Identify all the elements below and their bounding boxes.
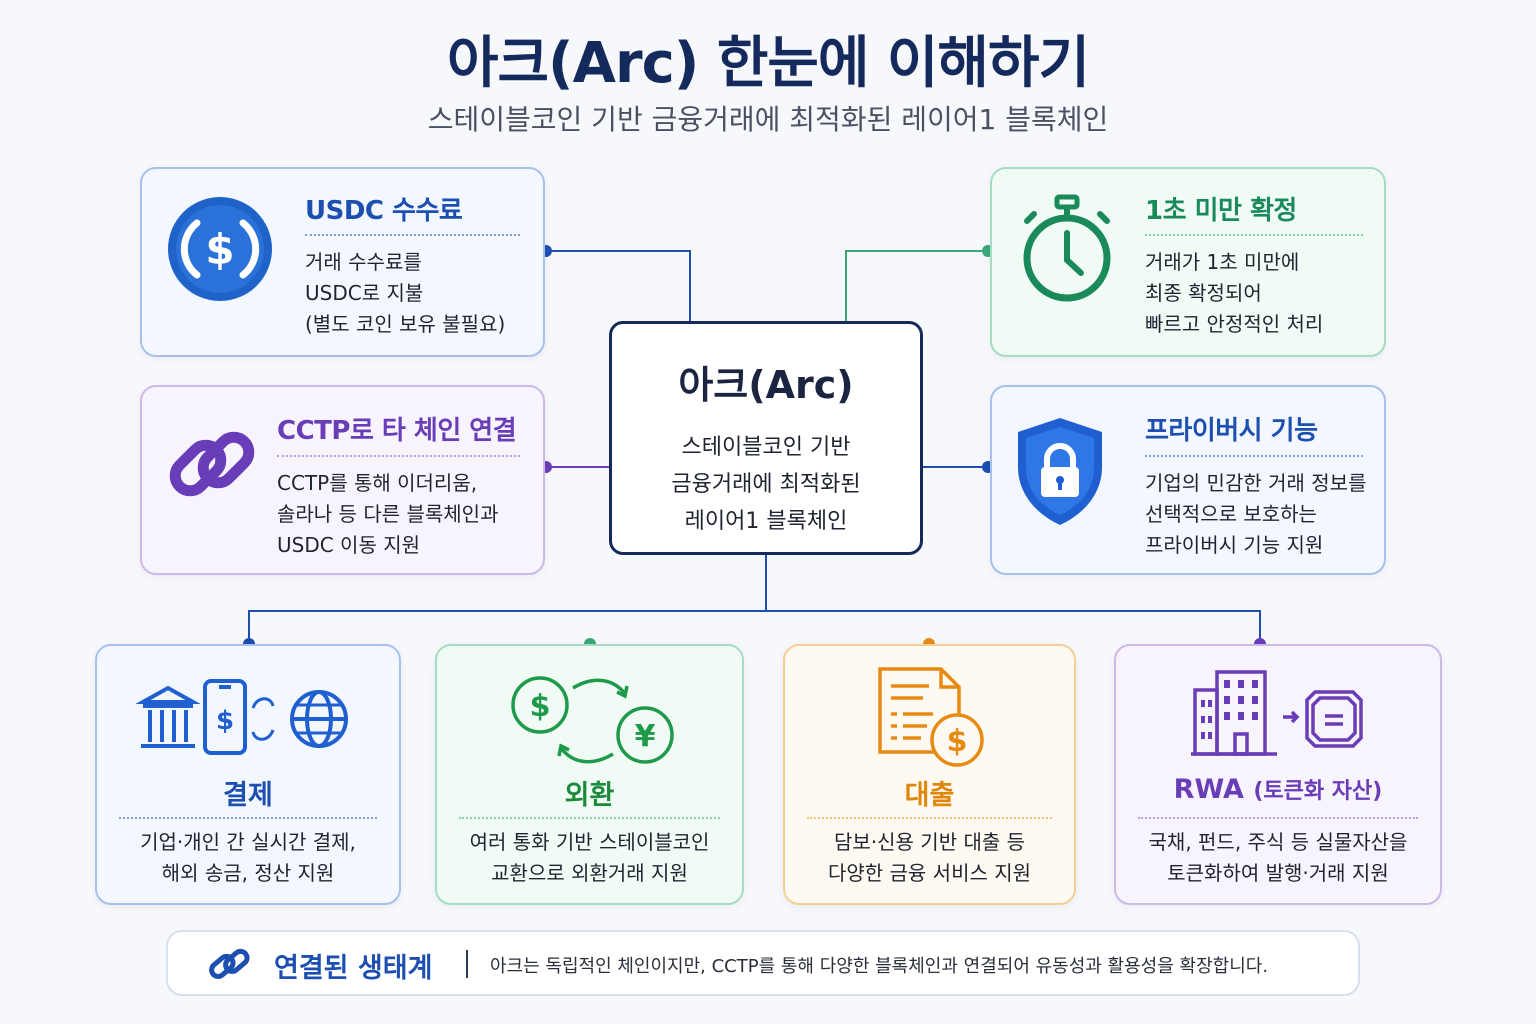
center-arc-box: 아크(Arc) 스테이블코인 기반 금융거래에 최적화된 레이어1 블록체인 [609,321,923,555]
feature-card-privacy: 프라이버시 기능 기업의 민감한 거래 정보를 선택적으로 보호하는 프라이버시… [990,385,1386,575]
divider [807,817,1052,819]
usecase-title: RWA (토큰화 자산) [1173,774,1383,805]
svg-text:$: $ [947,724,968,759]
feature-desc: 거래가 1초 미만에 최종 확정되어 빠르고 안정적인 처리 [1145,250,1324,336]
divider [277,455,520,457]
center-title: 아크(Arc) [678,363,854,407]
feature-card-usdc-fee: $ USDC 수수료 거래 수수료를 USDC로 지불 (별도 코인 보유 불필… [140,167,545,357]
currency-exchange-icon: $ ¥ [511,676,674,764]
separator [466,950,468,978]
page-title: 아크(Arc) 한눈에 이해하기 [446,31,1090,96]
feature-desc: 기업의 민감한 거래 정보를 선택적으로 보호하는 프라이버시 기능 지원 [1145,471,1367,557]
usdc-coin-icon: $ [168,197,272,301]
usecase-desc: 국채, 펀드, 주식 등 실물자산을 토큰화하여 발행·거래 지원 [1148,830,1408,885]
usecase-card-lending: $ 대출 담보·신용 기반 대출 등 다양한 금융 서비스 지원 [783,644,1076,905]
loan-document-icon: $ [878,667,984,767]
divider [1145,234,1363,236]
feature-title: 1초 미만 확정 [1145,196,1297,226]
usecase-desc: 담보·신용 기반 대출 등 다양한 금융 서비스 지원 [827,830,1032,885]
chain-link-icon [169,431,255,497]
divider [305,234,520,236]
bank-phone-globe-icon: $ [135,679,348,755]
page-subtitle: 스테이블코인 기반 금융거래에 최적화된 레이어1 블록체인 [427,103,1109,136]
svg-text:$: $ [205,225,234,274]
building-token-icon [1191,670,1363,756]
stopwatch-icon [1023,194,1111,302]
usecase-title: 결제 [223,780,273,811]
feature-desc: 거래 수수료를 USDC로 지불 (별도 코인 보유 불필요) [305,250,506,336]
usecase-card-fx: $ ¥ 외환 여러 통화 기반 스테이블코인 교환으로 외환거래 지원 [435,644,744,905]
svg-text:$: $ [530,689,551,724]
link-icon [209,948,250,979]
feature-card-cctp: CCTP로 타 체인 연결 CCTP를 통해 이더리움, 솔라나 등 다른 블록… [140,385,545,575]
feature-title: 프라이버시 기능 [1145,416,1318,446]
ecosystem-desc: 아크는 독립적인 체인이지만, CCTP를 통해 다양한 블록체인과 연결되어 … [490,956,1269,977]
divider [1145,455,1363,457]
ecosystem-banner: 연결된 생태계 아크는 독립적인 체인이지만, CCTP를 통해 다양한 블록체… [166,930,1360,996]
usecase-title: 대출 [904,780,955,811]
feature-desc: CCTP를 통해 이더리움, 솔라나 등 다른 블록체인과 USDC 이동 지원 [277,471,499,557]
center-desc: 스테이블코인 기반 금융거래에 최적화된 레이어1 블록체인 [671,435,861,534]
ecosystem-title: 연결된 생태계 [274,953,433,984]
usecase-title: 외환 [564,780,615,811]
svg-text:¥: ¥ [635,719,656,754]
divider [1138,817,1418,819]
feature-title: USDC 수수료 [305,196,463,226]
feature-card-finality: 1초 미만 확정 거래가 1초 미만에 최종 확정되어 빠르고 안정적인 처리 [990,167,1386,357]
divider [119,817,377,819]
usecase-card-payment: $ 결제 기업·개인 간 실시간 결제, 해외 송금, 정산 지원 [95,644,401,905]
usecase-desc: 여러 통화 기반 스테이블코인 교환으로 외환거래 지원 [469,830,710,885]
usecase-card-rwa: RWA (토큰화 자산) 국채, 펀드, 주식 등 실물자산을 토큰화하여 발행… [1114,644,1442,905]
feature-title: CCTP로 타 체인 연결 [277,416,517,446]
shield-lock-icon [1018,418,1102,525]
usecase-desc: 기업·개인 간 실시간 결제, 해외 송금, 정산 지원 [140,830,356,885]
divider [459,817,720,819]
svg-text:$: $ [216,706,234,736]
